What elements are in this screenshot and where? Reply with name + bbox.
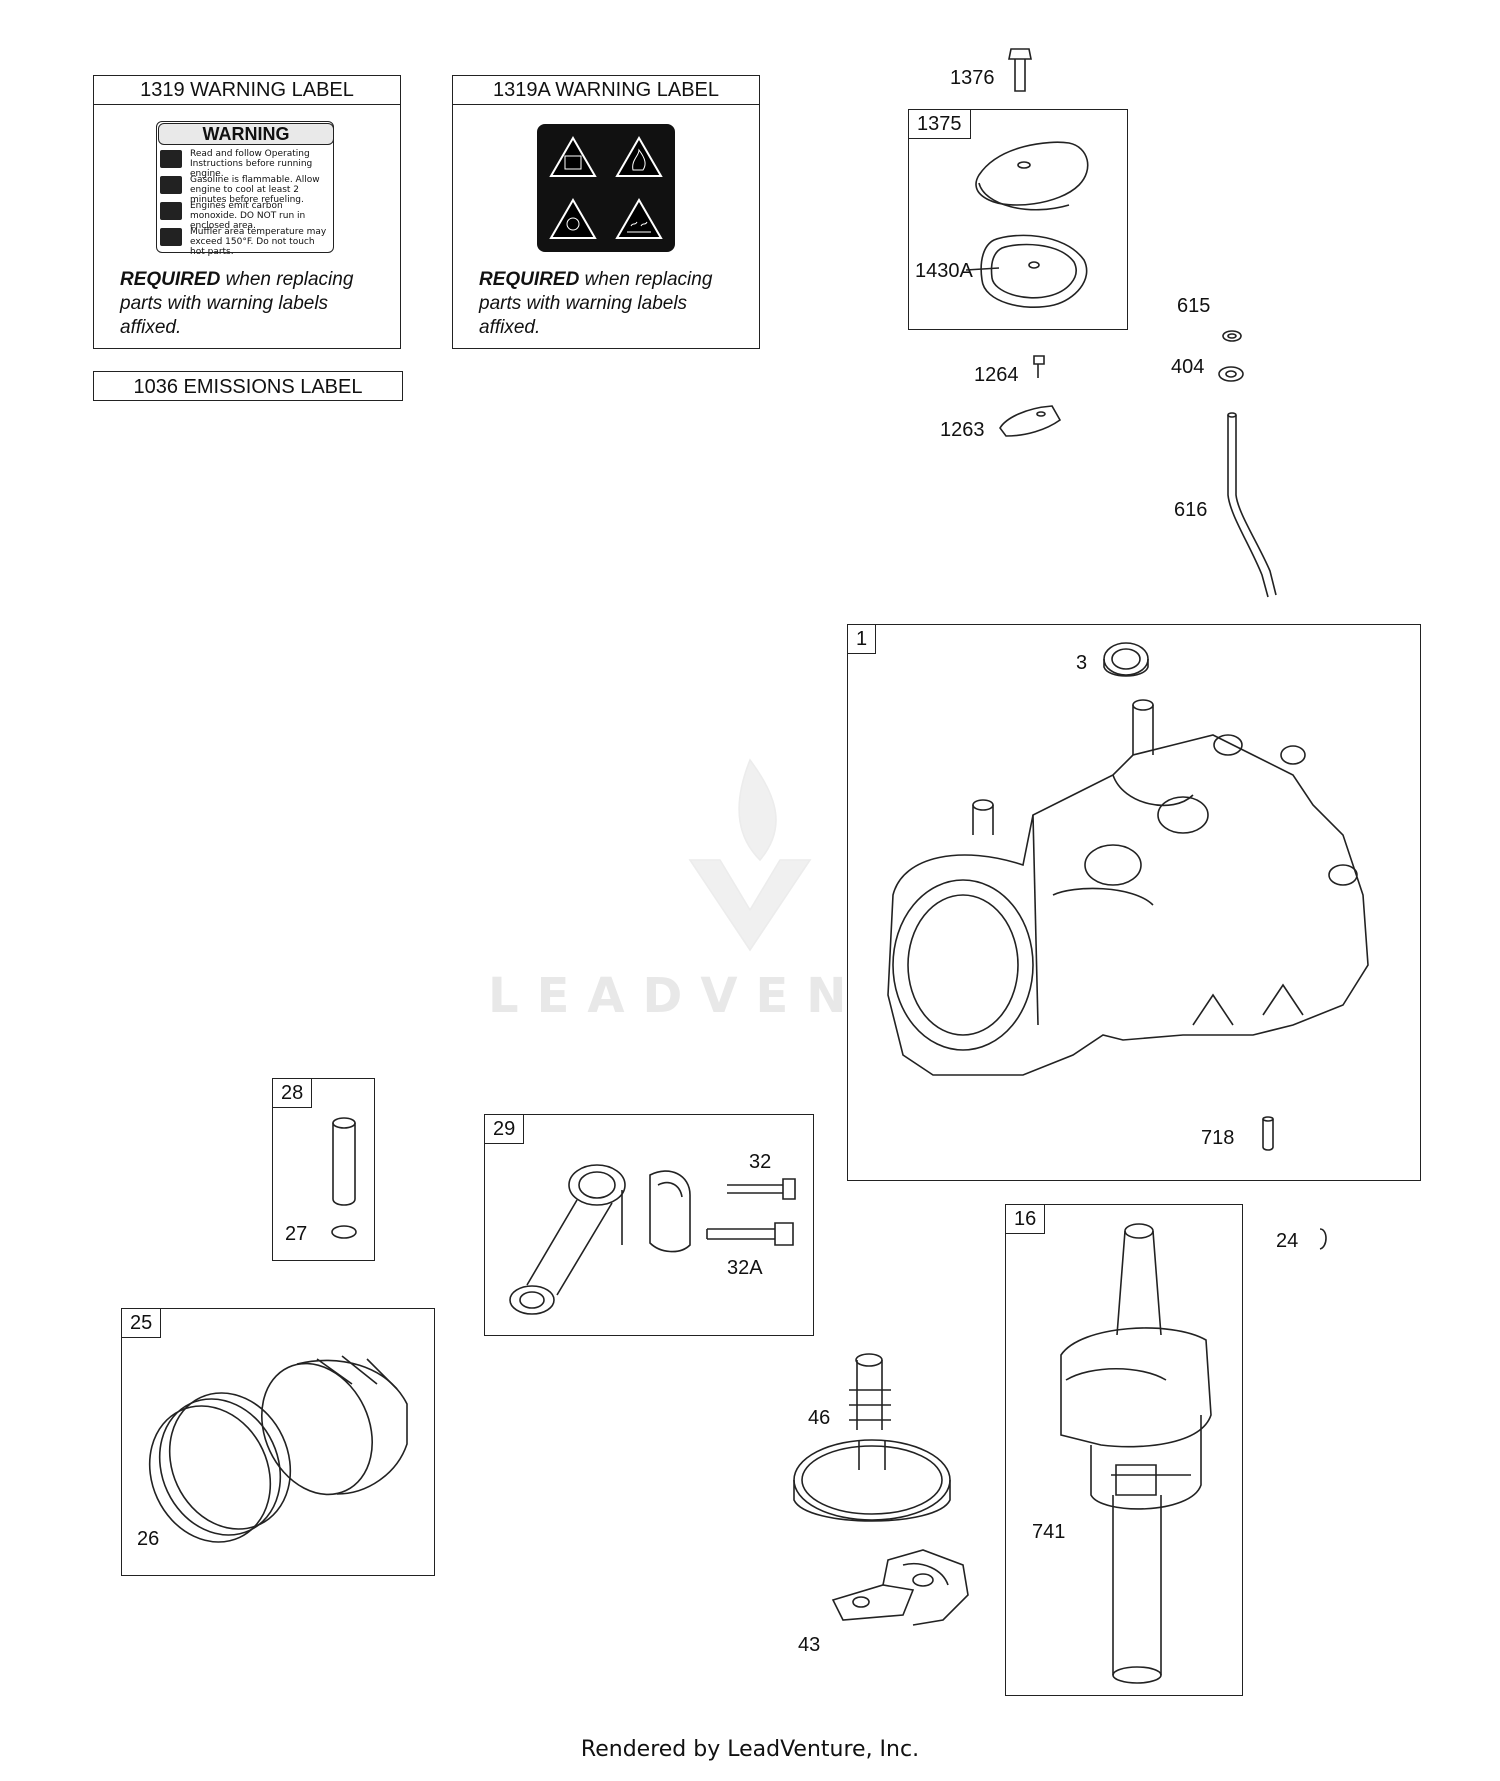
required-note-1319A: REQUIRED when replacing parts with warni… [479, 268, 749, 340]
warning-row-3: Engines emit carbon monoxide. DO NOT run… [190, 201, 306, 231]
fire-icon [160, 176, 182, 194]
callout-32A[interactable]: 32A [727, 1257, 763, 1279]
key-24[interactable] [1316, 1227, 1336, 1257]
warning-label-1319A-title: 1319A WARNING LABEL [453, 76, 759, 105]
warning-row-2: Gasoline is flammable. Allow engine to c… [190, 175, 320, 205]
warning-row-1: Read and follow Operating Instructions b… [190, 149, 313, 179]
required-bold: REQUIRED [479, 269, 580, 290]
group-tag-28: 28 [273, 1079, 313, 1108]
fumes-warning-icon [549, 198, 597, 239]
manual-icon [160, 150, 182, 168]
group-16-crankshaft[interactable]: 16 741 [1005, 1204, 1243, 1696]
o-ring-404[interactable] [1216, 364, 1246, 384]
group-tag-29: 29 [485, 1115, 525, 1144]
callout-26[interactable]: 26 [137, 1528, 160, 1550]
group-1-crankcase[interactable]: 1 3 718 [847, 624, 1421, 1181]
cover-plate[interactable] [969, 135, 1169, 235]
retaining-ring-27[interactable] [325, 1224, 365, 1244]
required-text: when replacing parts with warning labels… [120, 269, 354, 338]
camshaft-46[interactable] [787, 1350, 957, 1540]
seal-3[interactable] [1096, 637, 1156, 687]
emissions-label-1036-box[interactable]: 1036 EMISSIONS LABEL [93, 371, 403, 401]
warning-label-1319A-box[interactable]: 1319A WARNING LABEL REQUIRED when replac… [452, 75, 760, 349]
callout-404[interactable]: 404 [1171, 356, 1205, 378]
group-29-connecting-rod[interactable]: 29 32 32A [484, 1114, 814, 1336]
washer-615[interactable] [1220, 328, 1244, 344]
callout-43[interactable]: 43 [798, 1634, 821, 1656]
watermark-logo [688, 758, 812, 952]
group-25-piston[interactable]: 25 26 [121, 1308, 435, 1576]
fire-warning-icon [615, 136, 663, 177]
callout-615[interactable]: 615 [1177, 295, 1211, 317]
governor-43[interactable] [823, 1540, 983, 1640]
crankcase[interactable] [873, 695, 1393, 1135]
group-tag-1375: 1375 [909, 110, 971, 139]
group-tag-1: 1 [848, 625, 877, 654]
footer-credit: Rendered by LeadVenture, Inc. [580, 1737, 920, 1762]
piston[interactable] [257, 1344, 427, 1504]
required-text: when replacing parts with warning labels… [479, 269, 713, 338]
required-bold: REQUIRED [120, 269, 221, 290]
group-1375[interactable]: 1375 1430A [908, 109, 1128, 330]
gasket-1430A[interactable] [965, 230, 1114, 320]
callout-1264[interactable]: 1264 [974, 364, 1019, 386]
dowel-718[interactable] [1258, 1115, 1278, 1155]
screw-1264[interactable] [1030, 352, 1050, 382]
callout-718[interactable]: 718 [1201, 1127, 1235, 1149]
callout-1430A[interactable]: 1430A [915, 260, 973, 282]
piston-pin[interactable] [325, 1115, 365, 1215]
safety-symbol-panel [537, 124, 675, 252]
required-note-1319: REQUIRED when replacing parts with warni… [120, 268, 390, 340]
callout-616[interactable]: 616 [1174, 499, 1208, 521]
fumes-icon [160, 202, 182, 220]
warning-rows-frame [156, 121, 334, 253]
rod-cap[interactable] [640, 1165, 700, 1265]
manual-warning-icon [549, 136, 597, 177]
callout-1376[interactable]: 1376 [950, 67, 995, 89]
dipstick-tube-616[interactable] [1210, 405, 1290, 605]
piston-rings[interactable] [140, 1379, 300, 1549]
callout-24[interactable]: 24 [1276, 1230, 1299, 1252]
warning-label-1319-title: 1319 WARNING LABEL [94, 76, 400, 105]
callout-741[interactable]: 741 [1032, 1521, 1066, 1543]
hot-surface-icon [160, 228, 182, 246]
callout-27[interactable]: 27 [285, 1223, 308, 1245]
callout-3[interactable]: 3 [1076, 652, 1088, 674]
hot-surface-warning-icon [615, 198, 663, 239]
screw-32A[interactable] [705, 1221, 805, 1251]
bracket-1263[interactable] [996, 400, 1066, 440]
crankshaft[interactable] [1021, 1215, 1231, 1685]
group-28-piston-pin[interactable]: 28 27 [272, 1078, 375, 1261]
connecting-rod[interactable] [497, 1155, 637, 1325]
callout-32[interactable]: 32 [749, 1151, 772, 1173]
callout-1263[interactable]: 1263 [940, 419, 985, 441]
callout-46[interactable]: 46 [808, 1407, 831, 1429]
warning-label-1319-box[interactable]: 1319 WARNING LABEL WARNING Read and foll… [93, 75, 401, 349]
group-tag-16: 16 [1006, 1205, 1046, 1234]
screw-32[interactable] [725, 1175, 805, 1205]
bolt-1376[interactable] [1005, 45, 1035, 95]
group-tag-25: 25 [122, 1309, 162, 1338]
emissions-label-1036-title: 1036 EMISSIONS LABEL [133, 376, 363, 398]
